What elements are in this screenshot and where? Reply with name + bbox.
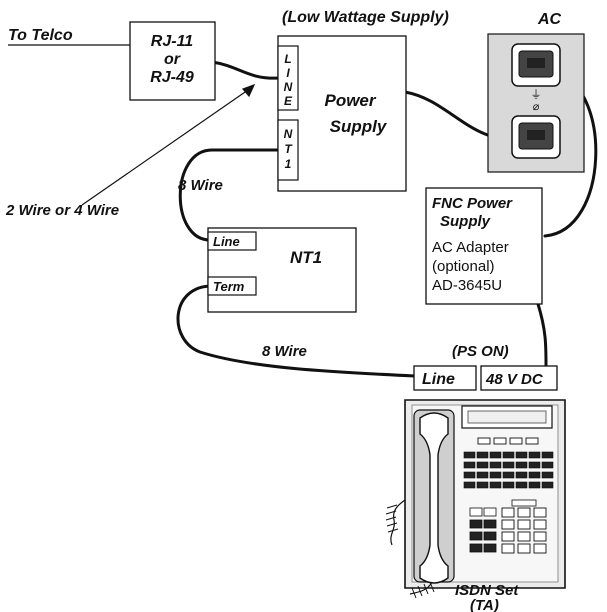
port-line-char-2: I [286, 66, 290, 80]
rj-jack-box [129, 21, 216, 101]
nt1-title: NT1 [290, 248, 322, 267]
power-port-nt1 [277, 119, 299, 181]
phone-port-dc [480, 365, 558, 391]
fnc-power-supply-box [425, 187, 543, 305]
two-four-wire-label: 2 Wire or 4 Wire [5, 202, 119, 219]
port-nt1-char-2: T [284, 142, 293, 156]
isdn-label-1: ISDN Set [455, 582, 519, 599]
function-key-rows [463, 451, 554, 489]
port-line-char-1: L [284, 52, 291, 66]
outlet-ground-icon: ⏚ [531, 88, 542, 101]
isdn-telephone [385, 399, 566, 599]
rj-label-2: or [164, 51, 181, 68]
nt1-port-term-label: Term [213, 279, 245, 294]
rj-label-3: RJ-49 [150, 69, 194, 86]
port-nt1-char-1: N [284, 127, 293, 141]
eight-wire-top-label: 8 Wire [178, 177, 223, 194]
nt1-port-line-label: Line [213, 234, 240, 249]
nt1-port-term [207, 276, 257, 296]
handset [419, 412, 449, 584]
power-supply-label-1: Power [324, 91, 376, 110]
nt1-port-line [207, 231, 257, 251]
low-wattage-label: (Low Wattage Supply) [282, 9, 449, 26]
cable-fnc-to-dc [536, 302, 548, 367]
phone-port-dc-label: 48 V DC [485, 371, 544, 388]
control-keys [469, 507, 497, 553]
to-telco-label: To Telco [8, 27, 73, 44]
power-supply-box [277, 35, 407, 192]
ps-on-label: (PS ON) [452, 343, 509, 360]
cables-thin [8, 44, 256, 206]
phone-cord-left [390, 499, 406, 546]
cable-nt1port-to-nt1line [178, 148, 280, 242]
port-line-char-3: N [284, 80, 293, 94]
port-nt1-char-3: 1 [285, 157, 292, 171]
fnc-label-4: (optional) [432, 258, 495, 275]
soft-keys [477, 437, 539, 445]
fnc-label-3: AC Adapter [432, 239, 509, 256]
two-four-wire-leader [81, 89, 249, 206]
leader-arrowhead [241, 83, 256, 98]
port-line-char-4: E [284, 94, 293, 108]
cable-term-to-phone-line [176, 284, 417, 378]
phone-port-line-label: Line [422, 371, 455, 388]
phone-cord-bottom-coil [411, 581, 435, 599]
fnc-label-2: Supply [440, 213, 491, 230]
fnc-label-5: AD-3645U [432, 277, 502, 294]
fnc-label-1: FNC Power [432, 195, 513, 212]
eight-wire-bottom-label: 8 Wire [262, 343, 307, 360]
ac-outlet-upper [511, 43, 561, 87]
ac-label: AC [537, 11, 562, 28]
power-port-line [277, 45, 299, 111]
phone-cord-left-coil [385, 504, 399, 533]
cable-rj-to-line [210, 60, 282, 80]
ac-outlet-lower [511, 115, 561, 159]
rj-label-1: RJ-11 [151, 33, 193, 50]
isdn-label-2: (TA) [470, 597, 499, 612]
outlet-neutral-icon: ⌀ [533, 101, 540, 113]
phone-port-line [413, 365, 477, 391]
power-supply-label-2: Supply [330, 117, 388, 136]
dial-keypad [501, 507, 547, 554]
